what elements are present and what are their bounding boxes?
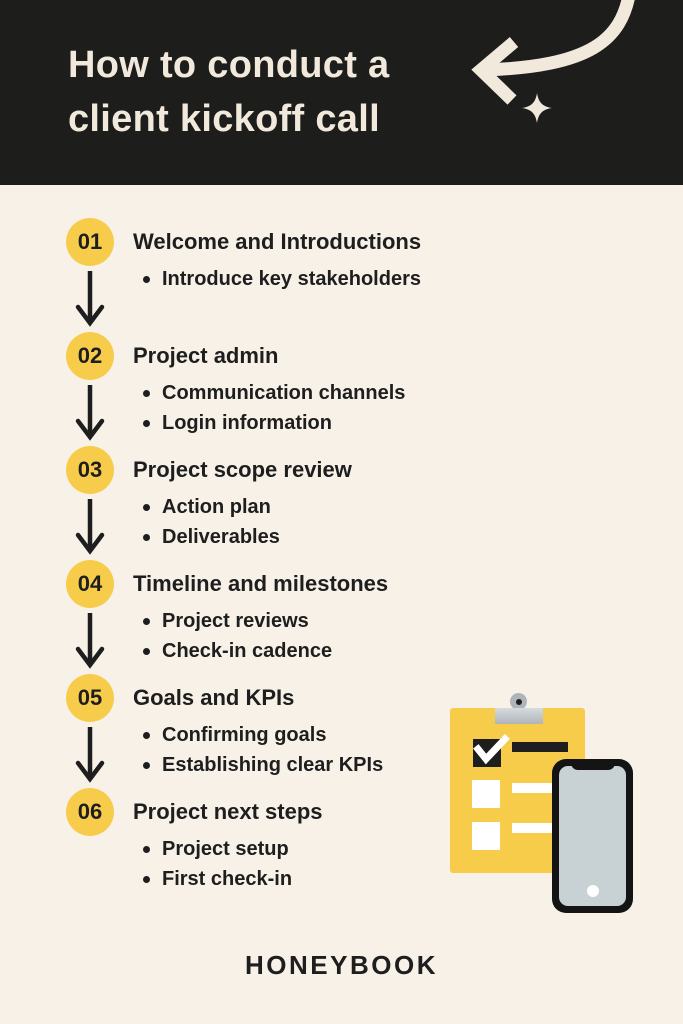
- step-number-badge: 01: [66, 218, 114, 266]
- step-item-01: 01 Welcome and Introductions Introduce k…: [66, 218, 486, 328]
- bullet-dot-icon: [143, 876, 150, 883]
- step-item-02: 02 Project admin Communication channels …: [66, 332, 486, 442]
- bullet-text: Communication channels: [162, 382, 406, 404]
- curved-arrow-left-icon: [471, 0, 635, 105]
- step-item-06: 06 Project next steps Project setup Firs…: [66, 788, 486, 894]
- list-item: Deliverables: [133, 522, 352, 552]
- checklist-line-icon: [512, 823, 568, 833]
- down-arrow-icon: [75, 727, 105, 783]
- step-number-badge: 03: [66, 446, 114, 494]
- step-title: Project scope review: [133, 457, 352, 482]
- clipboard-clip-icon: [495, 708, 543, 724]
- brand-logo: HONEYBOOK: [245, 950, 438, 980]
- down-arrow-icon: [75, 385, 105, 441]
- bullet-dot-icon: [143, 618, 150, 625]
- bullet-text: Check-in cadence: [162, 640, 333, 662]
- bullet-dot-icon: [143, 846, 150, 853]
- step-number-badge: 06: [66, 788, 114, 836]
- bullet-text: First check-in: [162, 868, 293, 890]
- down-arrow-icon: [75, 499, 105, 555]
- step-item-04: 04 Timeline and milestones Project revie…: [66, 560, 486, 670]
- checkmark-icon: [473, 734, 510, 765]
- step-title: Goals and KPIs: [133, 685, 295, 710]
- illustration-group: [440, 690, 683, 925]
- step-bullet-list: Communication channels Login information: [133, 378, 405, 438]
- list-item: Project setup: [133, 834, 323, 864]
- step-title: Project next steps: [133, 799, 323, 824]
- step-item-03: 03 Project scope review Action plan Deli…: [66, 446, 486, 556]
- step-title: Project admin: [133, 343, 279, 368]
- bullet-text: Project reviews: [162, 610, 309, 632]
- page-title-line1: How to conduct a: [68, 44, 390, 86]
- list-item: Check-in cadence: [133, 636, 388, 666]
- step-bullet-list: Confirming goals Establishing clear KPIs: [133, 720, 383, 780]
- step-title: Welcome and Introductions: [133, 229, 422, 254]
- bullet-dot-icon: [143, 390, 150, 397]
- list-item: Introduce key stakeholders: [133, 264, 421, 294]
- bullet-text: Confirming goals: [162, 724, 327, 746]
- checklist-line-icon: [512, 742, 568, 752]
- bullet-dot-icon: [143, 762, 150, 769]
- step-bullet-list: Project setup First check-in: [133, 834, 323, 894]
- bullet-dot-icon: [143, 648, 150, 655]
- list-item: Confirming goals: [133, 720, 383, 750]
- checkbox-checked-icon: [473, 734, 510, 767]
- bullet-text: Introduce key stakeholders: [162, 268, 421, 290]
- checkbox-empty-icon: [472, 822, 500, 850]
- bullet-text: Login information: [162, 412, 332, 434]
- step-title: Timeline and milestones: [133, 571, 389, 596]
- bullet-text: Establishing clear KPIs: [162, 754, 384, 776]
- step-item-05: 05 Goals and KPIs Confirming goals Estab…: [66, 674, 486, 784]
- phone-screen: [559, 766, 626, 906]
- step-number-badge: 02: [66, 332, 114, 380]
- step-number-badge: 04: [66, 560, 114, 608]
- bullet-text: Deliverables: [162, 526, 280, 548]
- list-item: Action plan: [133, 492, 352, 522]
- list-item: Login information: [133, 408, 405, 438]
- bullet-text: Project setup: [162, 838, 289, 860]
- bullet-dot-icon: [143, 534, 150, 541]
- bullet-dot-icon: [143, 504, 150, 511]
- step-bullet-list: Action plan Deliverables: [133, 492, 352, 552]
- list-item: Establishing clear KPIs: [133, 750, 383, 780]
- phone-home-indicator: [586, 885, 599, 897]
- bullet-dot-icon: [143, 420, 150, 427]
- list-item: Project reviews: [133, 606, 388, 636]
- steps-list: 01 Welcome and Introductions Introduce k…: [66, 218, 486, 898]
- page-title-line2: client kickoff call: [68, 98, 380, 140]
- checklist-line-icon: [512, 783, 568, 793]
- checkbox-empty-icon: [472, 780, 500, 808]
- page-title: How to conduct a client kickoff call: [68, 38, 389, 146]
- step-bullet-list: Project reviews Check-in cadence: [133, 606, 388, 666]
- clipboard-clip-hole: [515, 698, 522, 705]
- bullet-dot-icon: [143, 732, 150, 739]
- sparkle-icon: [522, 93, 552, 123]
- list-item: Communication channels: [133, 378, 405, 408]
- list-item: First check-in: [133, 864, 323, 894]
- down-arrow-icon: [75, 271, 105, 327]
- step-bullet-list: Introduce key stakeholders: [133, 264, 421, 294]
- bullet-text: Action plan: [162, 496, 271, 518]
- step-number-badge: 05: [66, 674, 114, 722]
- down-arrow-icon: [75, 613, 105, 669]
- phone-notch: [570, 759, 615, 770]
- bullet-dot-icon: [143, 276, 150, 283]
- phone-illustration: [552, 759, 633, 913]
- header-banner: How to conduct a client kickoff call: [0, 0, 683, 185]
